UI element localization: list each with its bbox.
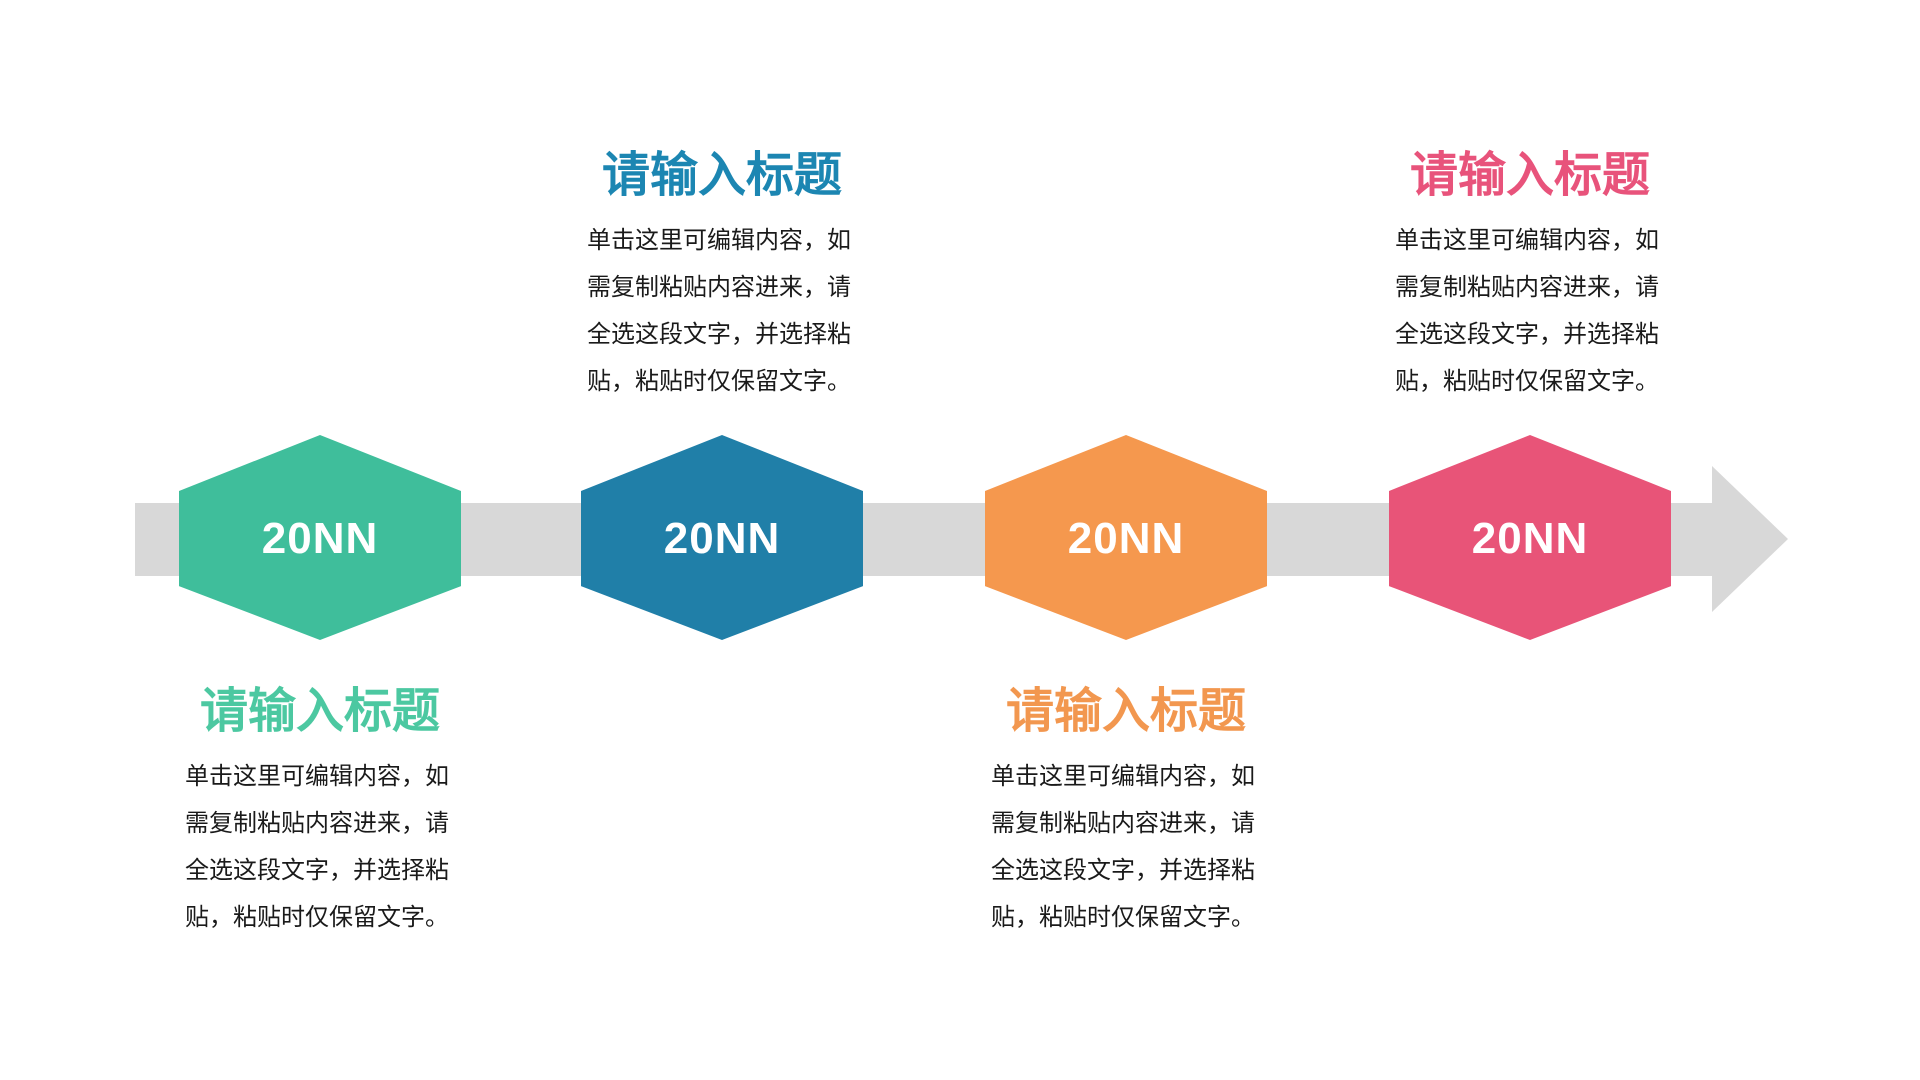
timeline-node-3[interactable]: 20NN — [985, 435, 1267, 640]
item-2-body-line-2: 需复制粘贴内容进来，请 — [587, 274, 851, 301]
timeline-arrowhead-icon — [1712, 466, 1788, 612]
timeline-node-2[interactable]: 20NN — [581, 435, 863, 640]
item-4-text-block[interactable]: 请输入标题 单击这里可编辑内容，如 需复制粘贴内容进来，请 全选这段文字，并选择… — [1395, 148, 1665, 405]
item-3-body-line-2: 需复制粘贴内容进来，请 — [991, 810, 1255, 837]
item-4-body-line-4: 贴，粘贴时仅保留文字。 — [1395, 368, 1659, 395]
timeline-year-label-4: 20NN — [1471, 513, 1589, 563]
item-3-body[interactable]: 单击这里可编辑内容，如 需复制粘贴内容进来，请 全选这段文字，并选择粘 贴，粘贴… — [991, 753, 1261, 941]
item-3-text-block[interactable]: 请输入标题 单击这里可编辑内容，如 需复制粘贴内容进来，请 全选这段文字，并选择… — [991, 684, 1261, 941]
item-1-body[interactable]: 单击这里可编辑内容，如 需复制粘贴内容进来，请 全选这段文字，并选择粘 贴，粘贴… — [185, 753, 455, 941]
item-1-body-line-2: 需复制粘贴内容进来，请 — [185, 810, 449, 837]
item-1-title[interactable]: 请输入标题 — [199, 685, 440, 738]
item-4-body-line-2: 需复制粘贴内容进来，请 — [1395, 274, 1659, 301]
timeline-year-label-1: 20NN — [261, 513, 379, 563]
item-2-title[interactable]: 请输入标题 — [601, 149, 842, 202]
item-3-body-line-3: 全选这段文字，并选择粘 — [991, 857, 1255, 884]
timeline-year-label-3: 20NN — [1067, 513, 1185, 563]
item-1-body-line-4: 贴，粘贴时仅保留文字。 — [185, 904, 449, 931]
item-2-body-line-1: 单击这里可编辑内容，如 — [587, 227, 851, 254]
item-3-body-line-4: 贴，粘贴时仅保留文字。 — [991, 904, 1255, 931]
item-3-title[interactable]: 请输入标题 — [1005, 685, 1246, 738]
item-1-text-block[interactable]: 请输入标题 单击这里可编辑内容，如 需复制粘贴内容进来，请 全选这段文字，并选择… — [185, 684, 455, 941]
item-1-body-line-3: 全选这段文字，并选择粘 — [185, 857, 449, 884]
item-2-body-line-3: 全选这段文字，并选择粘 — [587, 321, 851, 348]
item-2-body[interactable]: 单击这里可编辑内容，如 需复制粘贴内容进来，请 全选这段文字，并选择粘 贴，粘贴… — [587, 217, 857, 405]
item-3-body-line-1: 单击这里可编辑内容，如 — [991, 763, 1255, 790]
item-2-text-block[interactable]: 请输入标题 单击这里可编辑内容，如 需复制粘贴内容进来，请 全选这段文字，并选择… — [587, 148, 857, 405]
timeline-year-label-2: 20NN — [663, 513, 781, 563]
item-4-body-line-1: 单击这里可编辑内容，如 — [1395, 227, 1659, 254]
item-1-body-line-1: 单击这里可编辑内容，如 — [185, 763, 449, 790]
timeline-node-1[interactable]: 20NN — [179, 435, 461, 640]
item-4-title[interactable]: 请输入标题 — [1409, 149, 1650, 202]
item-2-body-line-4: 贴，粘贴时仅保留文字。 — [587, 368, 851, 395]
item-4-body-line-3: 全选这段文字，并选择粘 — [1395, 321, 1659, 348]
item-4-body[interactable]: 单击这里可编辑内容，如 需复制粘贴内容进来，请 全选这段文字，并选择粘 贴，粘贴… — [1395, 217, 1665, 405]
timeline-node-4[interactable]: 20NN — [1389, 435, 1671, 640]
